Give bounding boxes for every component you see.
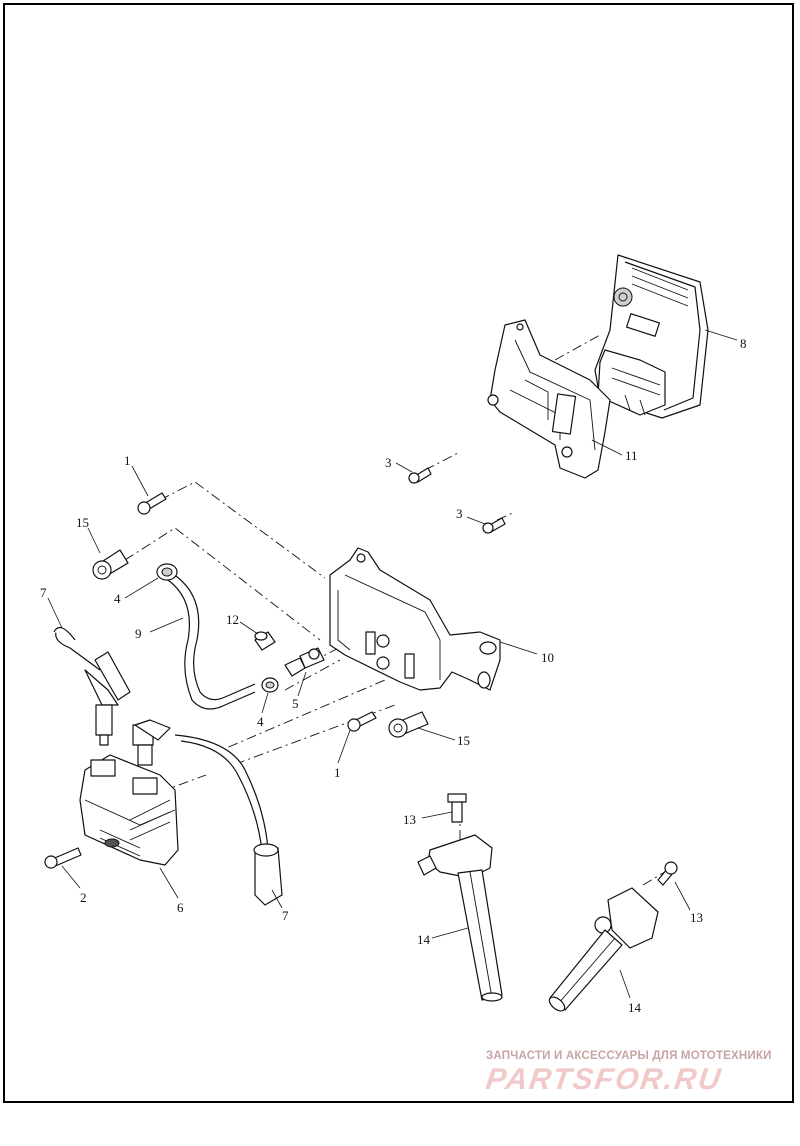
bolt-1-upper: [137, 492, 167, 515]
callout-14-lower: 14: [628, 1000, 642, 1015]
callout-8: 8: [740, 336, 747, 351]
hose-clamp-upper: [156, 563, 178, 581]
bolt-13-upper: [447, 793, 467, 823]
callout-2: 2: [80, 890, 87, 905]
bolt-1-lower: [347, 711, 377, 732]
callout-labels: 1 15 7 4 9 12 4 5 1 15 10 8 11 3 3 2 6 7…: [40, 336, 747, 1015]
callout-15-lower: 15: [457, 733, 470, 748]
callout-7-upper: 7: [40, 585, 47, 600]
callout-3-lower: 3: [456, 506, 463, 521]
spark-plug-wire-left: [53, 626, 131, 746]
mount-bracket: [329, 547, 501, 691]
callout-10: 10: [541, 650, 554, 665]
callout-12: 12: [226, 612, 239, 627]
cap: [254, 631, 276, 651]
callout-15-upper: 15: [76, 515, 89, 530]
callout-7-lower: 7: [282, 908, 289, 923]
hose-clamp-lower: [261, 677, 279, 693]
callout-13-lower: 13: [690, 910, 703, 925]
callout-4-upper: 4: [114, 591, 121, 606]
callout-4-lower: 4: [257, 714, 264, 729]
callout-13-upper: 13: [403, 812, 416, 827]
callout-6: 6: [177, 900, 184, 915]
vent-fitting: [284, 647, 325, 677]
callout-1-upper: 1: [124, 453, 131, 468]
watermark-logo: PARTSFOR.RU: [483, 1063, 725, 1096]
watermark-tagline: ЗАПЧАСТИ И АКСЕССУАРЫ ДЛЯ МОТОТЕХНИКИ: [486, 1050, 772, 1062]
watermark: ЗАПЧАСТИ И АКСЕССУАРЫ ДЛЯ МОТОТЕХНИКИ PA…: [483, 1050, 781, 1097]
bolt-13-lower: [657, 861, 678, 886]
ignition-coil-stick-upper: [417, 834, 503, 1002]
diagram-frame: [3, 3, 794, 1103]
bolt-15-lower: [388, 711, 429, 738]
leader-lines: [47, 329, 738, 999]
bolt-15-upper: [92, 549, 129, 580]
spark-plug-wire-right: [132, 719, 283, 906]
callout-11: 11: [625, 448, 638, 463]
bolt-2: [44, 847, 82, 869]
ecm-module: [594, 254, 709, 419]
callout-5: 5: [292, 696, 299, 711]
screw-3-upper: [408, 467, 432, 484]
callout-3-upper: 3: [385, 455, 392, 470]
ignition-coil-stick-lower: [548, 887, 659, 1012]
ignition-coil: [79, 754, 179, 866]
screw-3-lower: [482, 517, 506, 534]
callout-1-lower: 1: [334, 765, 341, 780]
ecm-bracket: [487, 319, 611, 479]
callout-14-upper: 14: [417, 932, 431, 947]
callout-9: 9: [135, 626, 142, 641]
vent-hose: [167, 575, 256, 710]
